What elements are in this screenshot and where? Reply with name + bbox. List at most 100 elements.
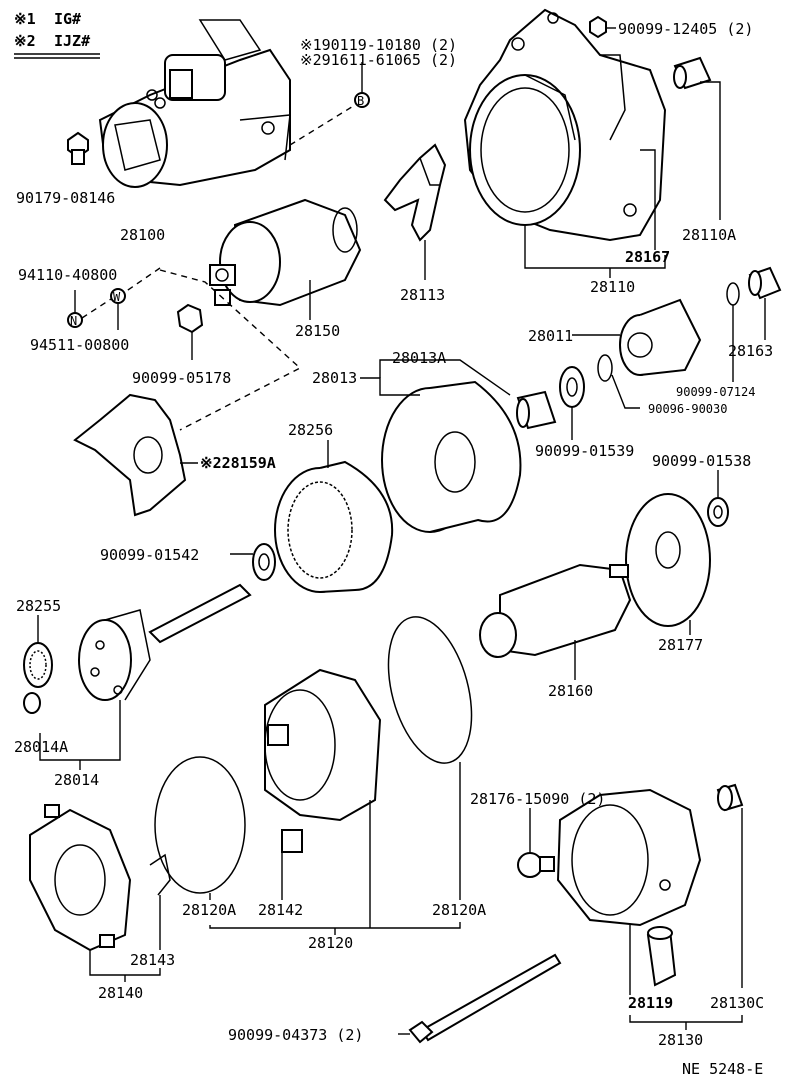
label-28159A: ※228159A: [200, 454, 276, 472]
label-91611-61065: ※291611-61065 (2): [300, 51, 457, 69]
solenoid-28150: [209, 198, 362, 307]
label-28011: 28011: [528, 327, 573, 345]
label-90119-10180: ※190119-10180 (2): [300, 36, 457, 54]
leader-28167: [640, 149, 656, 250]
marker-n-text: N: [70, 314, 77, 328]
label-94511-00800: 94511-00800: [30, 336, 129, 354]
label-90099-01542: 90099-01542: [100, 546, 199, 564]
snap-ring-90096-90030: [597, 354, 613, 382]
drive-lever-28113: [383, 143, 447, 242]
collar-28163: [748, 266, 782, 300]
label-28160: 28160: [548, 682, 593, 700]
bracket-28130: [629, 1015, 743, 1023]
dashed-leader-solenoid: [159, 269, 302, 431]
housing-28110: [463, 8, 667, 242]
brush-holder-28140: [29, 804, 132, 952]
label-28110: 28110: [590, 278, 635, 296]
yoke-28013: [381, 380, 522, 533]
label-28163: 28163: [728, 342, 773, 360]
end-frame-28130: [556, 788, 702, 927]
washer-90099-01542: [252, 543, 276, 581]
nut-90099-05178: [176, 303, 204, 334]
marker-n: N: [67, 312, 83, 328]
legend-mark-1: ※1: [14, 10, 36, 28]
label-90099-01539: 90099-01539: [535, 442, 634, 460]
o-ring-28120A-right: [387, 616, 473, 764]
dash-w-solenoid: [124, 267, 161, 293]
cap-28130C: [716, 783, 744, 812]
gear-28255: [23, 642, 53, 688]
label-28143: 28143: [130, 951, 175, 969]
label-28120A-left: 28120A: [182, 901, 236, 919]
label-28167: 28167: [625, 248, 670, 266]
bracket-28110: [524, 225, 666, 269]
label-28119: 28119: [628, 994, 673, 1012]
through-bolt-90099-04373: [408, 953, 562, 1044]
label-90179-08146: 90179-08146: [16, 189, 115, 207]
label-28255: 28255: [16, 597, 61, 615]
label-94110-40800: 94110-40800: [18, 266, 117, 284]
legend-text-2: IJZ#: [54, 32, 90, 50]
leader-28013: [360, 377, 420, 396]
label-90099-07124: 90099-07124: [676, 385, 755, 399]
label-28120A-right: 28120A: [432, 901, 486, 919]
starter-assembly-28100: [98, 19, 291, 188]
bushing-28119: [646, 926, 677, 987]
shaft-28014: [78, 583, 252, 701]
label-28140: 28140: [98, 984, 143, 1002]
washer-90099-01538: [707, 497, 729, 527]
screw-28176-15090: [517, 852, 555, 878]
bushing-28110A: [673, 56, 712, 90]
ring-90099-07124: [726, 282, 740, 306]
label-28013A: 28013A: [392, 349, 446, 367]
label-28113: 28113: [400, 286, 445, 304]
label-28110A: 28110A: [682, 226, 736, 244]
label-90099-05178: 90099-05178: [132, 369, 231, 387]
label-28176-15090: 28176-15090 (2): [470, 790, 605, 808]
legend-mark-2: ※2: [14, 32, 36, 50]
label-28130C: 28130C: [710, 994, 764, 1012]
cover-28159A: [73, 393, 187, 517]
bushing-28014A: [23, 692, 41, 714]
o-ring-28120A-left: [154, 756, 246, 894]
label-28013: 28013: [312, 369, 357, 387]
marker-b: B: [354, 92, 370, 108]
legend-text-1: IG#: [54, 10, 81, 28]
bearing-28013A: [516, 390, 557, 430]
marker-b-text: B: [357, 94, 364, 108]
bolt-90099-12405: [589, 15, 607, 39]
washer-90099-01539: [559, 366, 585, 408]
label-28100: 28100: [120, 226, 165, 244]
clutch-28011: [619, 298, 702, 376]
marker-w: W: [110, 288, 126, 304]
leader-28110A: [700, 81, 721, 220]
bracket-28120: [209, 922, 461, 929]
diagram-code: NE 5248-E: [682, 1060, 763, 1078]
label-90099-04373: 90099-04373 (2): [228, 1026, 363, 1044]
armature-28160: [479, 563, 632, 658]
dashed-leader-b: [289, 104, 356, 146]
leader-90096-90030: [611, 374, 640, 409]
label-28150: 28150: [295, 322, 340, 340]
bolt-90179-08146: [67, 131, 89, 165]
label-28177: 28177: [658, 636, 703, 654]
plate-28177: [625, 493, 711, 627]
label-28014A: 28014A: [14, 738, 68, 756]
leader-28013A: [379, 359, 511, 396]
label-28130: 28130: [658, 1031, 703, 1049]
label-90099-12405: 90099-12405 (2): [618, 20, 753, 38]
internal-gear-28256: [274, 460, 394, 593]
legend: ※1 IG# ※2 IJZ#: [14, 10, 100, 59]
marker-w-text: W: [113, 290, 121, 304]
label-28014: 28014: [54, 771, 99, 789]
label-28120: 28120: [308, 934, 353, 952]
dash-n-w: [81, 298, 112, 319]
spring-28143: [149, 853, 171, 896]
label-28142: 28142: [258, 901, 303, 919]
label-28256: 28256: [288, 421, 333, 439]
field-frame-28142: [264, 668, 382, 853]
label-90096-90030: 90096-90030: [648, 402, 727, 416]
label-90099-01538: 90099-01538: [652, 452, 751, 470]
